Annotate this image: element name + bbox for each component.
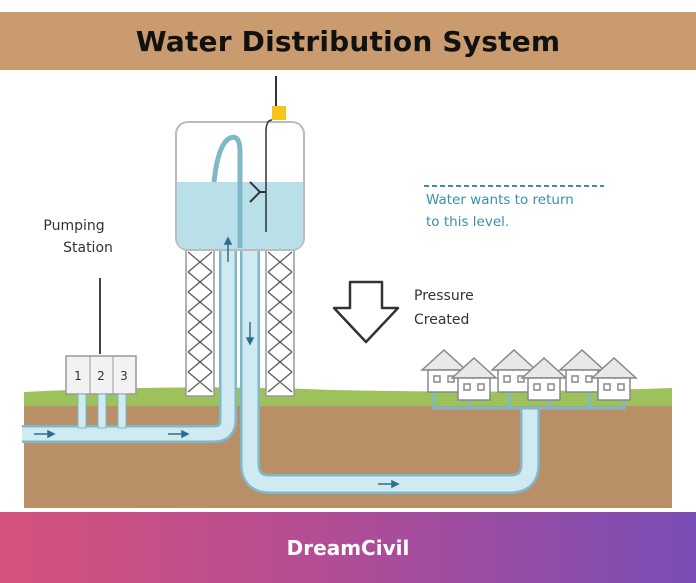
pumping-station-label-line2: Station xyxy=(63,240,113,256)
sensor-cable xyxy=(265,119,273,232)
float-valve-icon xyxy=(249,181,266,203)
house xyxy=(590,356,638,401)
return-level-label-line2: to this level. xyxy=(426,214,509,230)
flow-arrows xyxy=(34,236,400,489)
pump-number-3: 3 xyxy=(120,369,128,383)
pump-number-2: 2 xyxy=(97,369,105,383)
sensor-box-icon xyxy=(272,106,286,120)
pressure-label-line1: Pressure xyxy=(414,288,474,304)
page-title: Water Distribution System xyxy=(135,24,561,58)
pressure-label-line2: Created xyxy=(414,312,469,328)
pump-number-1: 1 xyxy=(74,369,82,383)
pumping-station xyxy=(65,278,137,429)
diagram-frame: 1 2 3 Pumping Station Water wants to ret… xyxy=(4,72,692,508)
house xyxy=(520,356,568,401)
pressure-arrow-icon xyxy=(332,280,400,344)
tank-inlet-curve xyxy=(211,134,243,248)
house xyxy=(420,348,468,393)
house xyxy=(450,356,498,401)
water-distribution-diagram: 1 2 3 Pumping Station Water wants to ret… xyxy=(22,76,672,508)
house xyxy=(490,348,538,393)
title-bar: Water Distribution System xyxy=(0,12,696,70)
houses xyxy=(420,348,638,401)
pumping-station-label-line1: Pumping xyxy=(43,218,104,234)
return-level-label-line1: Water wants to return xyxy=(426,192,574,208)
footer-banner: DreamCivil xyxy=(0,512,696,583)
brand-name: DreamCivil xyxy=(286,535,410,560)
inlet-pipe-water xyxy=(22,162,235,441)
